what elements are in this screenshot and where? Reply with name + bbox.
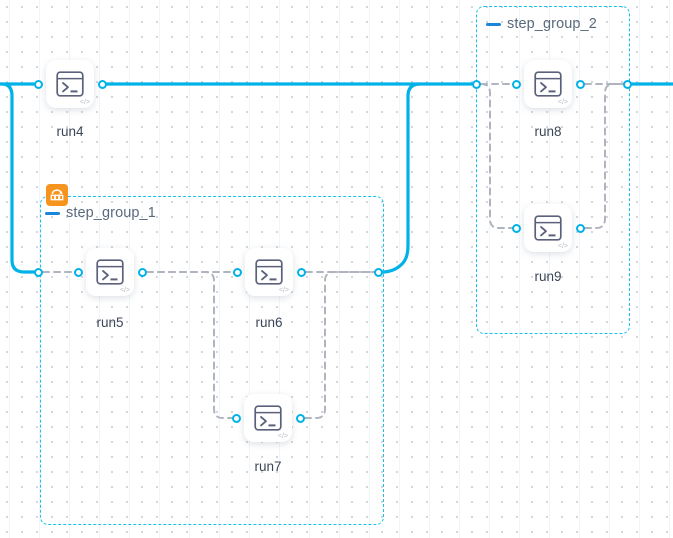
- terminal-icon: [56, 71, 84, 97]
- edge-group1out-to-trunk: [380, 82, 422, 274]
- port-run4-in[interactable]: [33, 79, 43, 89]
- terminal-icon: [254, 405, 282, 431]
- code-icon: </>: [119, 287, 130, 294]
- node-label-run7: run7: [254, 459, 282, 474]
- group-label-step_group_1[interactable]: step_group_1: [45, 205, 156, 221]
- port-group2-in[interactable]: [471, 79, 481, 89]
- port-group1-out[interactable]: [373, 267, 383, 277]
- node-run8[interactable]: </>: [524, 60, 572, 108]
- group-step_group_1[interactable]: [40, 196, 384, 525]
- node-label-run6: run6: [255, 315, 283, 330]
- group-name-text: step_group_1: [66, 205, 156, 221]
- code-icon: </>: [79, 99, 90, 106]
- code-icon: </>: [557, 99, 568, 106]
- node-label-run9: run9: [534, 269, 562, 284]
- port-run9-in[interactable]: [511, 223, 521, 233]
- port-run4-out[interactable]: [97, 79, 107, 89]
- node-run4[interactable]: </>: [46, 60, 94, 108]
- code-icon: </>: [557, 243, 568, 250]
- code-icon: </>: [278, 287, 289, 294]
- group-step_group_2[interactable]: [476, 6, 630, 334]
- port-run6-out[interactable]: [296, 267, 306, 277]
- port-run5-out[interactable]: [137, 267, 147, 277]
- node-run6[interactable]: </>: [245, 248, 293, 296]
- node-run9[interactable]: </>: [524, 204, 572, 252]
- loop-steps-icon: [50, 189, 64, 201]
- group-collapse-minus-icon[interactable]: [45, 211, 60, 215]
- terminal-icon: [534, 71, 562, 97]
- port-group1-in[interactable]: [33, 267, 43, 277]
- group-badge-step_group_1[interactable]: [46, 184, 68, 206]
- port-run5-in[interactable]: [73, 267, 83, 277]
- port-run9-out[interactable]: [575, 223, 585, 233]
- port-group2-out[interactable]: [622, 79, 632, 89]
- code-icon: </>: [277, 433, 288, 440]
- group-label-step_group_2[interactable]: step_group_2: [486, 16, 597, 32]
- node-label-run5: run5: [96, 315, 124, 330]
- terminal-icon: [96, 259, 124, 285]
- node-label-run8: run8: [534, 124, 562, 139]
- node-run5[interactable]: </>: [86, 248, 134, 296]
- port-run6-in[interactable]: [232, 267, 242, 277]
- group-collapse-minus-icon[interactable]: [486, 22, 501, 26]
- port-run8-in[interactable]: [511, 79, 521, 89]
- port-run7-out[interactable]: [295, 413, 305, 423]
- group-name-text: step_group_2: [507, 16, 597, 32]
- port-run8-out[interactable]: [575, 79, 585, 89]
- terminal-icon: [255, 259, 283, 285]
- port-run7-in[interactable]: [231, 413, 241, 423]
- edge-branch-to-group1: [0, 82, 36, 274]
- node-run7[interactable]: </>: [244, 394, 292, 442]
- node-label-run4: run4: [56, 124, 84, 139]
- terminal-icon: [534, 215, 562, 241]
